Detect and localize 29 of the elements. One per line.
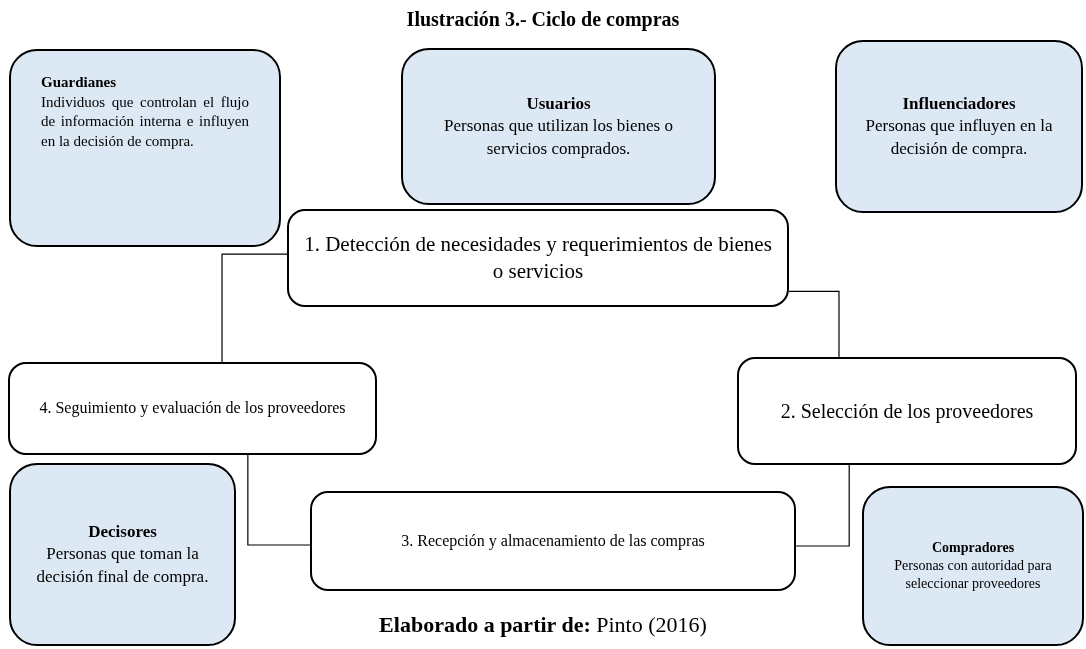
role-description: Personas que influyen en la decisión de compra. [864, 115, 1054, 160]
role-description: Personas con autoridad para seleccionar proveedores [893, 556, 1053, 594]
role-box [835, 40, 1083, 213]
role-description: Individuos que controlan el flujo de información interna e influyen en la decisión de compra. [41, 92, 249, 151]
role-description: Personas que utilizan los bienes o servicios comprados. [443, 115, 674, 160]
step-text: 4. Seguimiento y evaluación de los proveedores [39, 398, 346, 419]
role-box [9, 463, 236, 646]
connector-line [788, 290, 840, 358]
step-text: 3. Recepción y almacenamiento de las compras [401, 530, 705, 552]
role-heading: Compradores [931, 538, 1015, 557]
source-caption: Elaborado a partir de: Pinto (2016) [378, 612, 708, 638]
diagram-title: Ilustración 3.- Ciclo de compras [405, 8, 681, 31]
step-text: 2. Selección de los proveedores [780, 399, 1034, 424]
process-box [310, 491, 796, 591]
role-heading: Usuarios [526, 93, 591, 116]
process-box [737, 357, 1077, 465]
connector-line [247, 454, 311, 546]
role-box [862, 486, 1084, 646]
role-box [9, 49, 281, 247]
role-heading: Decisores [88, 521, 157, 544]
role-heading: Influenciadores [902, 93, 1016, 116]
process-box [8, 362, 377, 455]
role-box [401, 48, 716, 205]
role-description: Personas que toman la decisión final de compra. [35, 543, 210, 588]
process-box [287, 209, 789, 307]
connector-line [795, 464, 850, 547]
role-heading: Guardianes [41, 73, 117, 92]
step-text: 1. Detección de necesidades y requerimientos de bienes o servicios [303, 230, 773, 285]
connector-line [221, 253, 288, 363]
